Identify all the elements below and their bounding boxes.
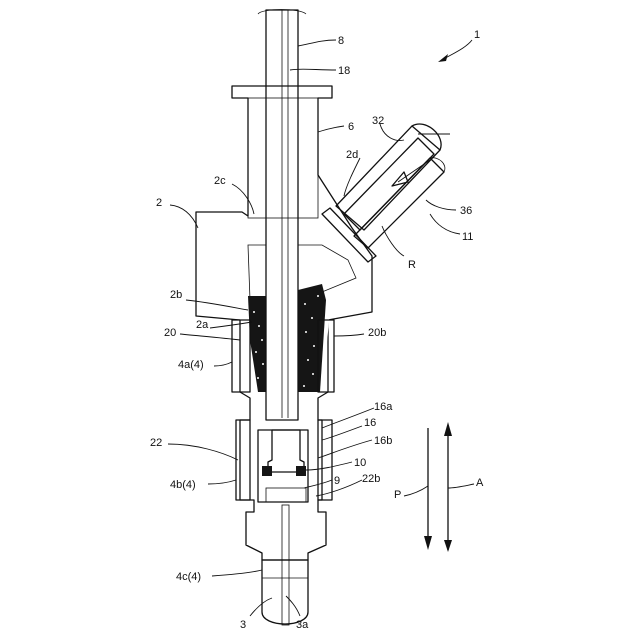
label-4b: 4b(4) — [170, 479, 196, 491]
direction-arrows — [404, 422, 474, 552]
label-3: 3 — [240, 619, 246, 631]
label-8: 8 — [338, 35, 344, 47]
label-2: 2 — [156, 197, 162, 209]
label-16: 16 — [364, 417, 376, 429]
label-R: R — [408, 259, 416, 271]
label-2a: 2a — [196, 319, 209, 331]
label-P: P — [394, 489, 401, 501]
label-1: 1 — [474, 29, 480, 41]
label-A: A — [476, 477, 484, 489]
label-18: 18 — [338, 65, 350, 77]
label-2c: 2c — [214, 175, 226, 187]
inlet-pipe — [322, 124, 450, 262]
label-9: 9 — [334, 475, 340, 487]
label-4c: 4c(4) — [176, 571, 201, 583]
label-3a: 3a — [296, 619, 309, 631]
label-4a: 4a(4) — [178, 359, 204, 371]
label-2b: 2b — [170, 289, 182, 301]
upper-tube — [248, 98, 318, 218]
label-22: 22 — [150, 437, 162, 449]
label-20b: 20b — [368, 327, 386, 339]
nozzle — [262, 505, 308, 625]
valve-chamber — [258, 430, 308, 502]
label-36: 36 — [460, 205, 472, 217]
label-22b: 22b — [362, 473, 380, 485]
label-16a: 16a — [374, 401, 393, 413]
label-2d: 2d — [346, 149, 358, 161]
label-20: 20 — [164, 327, 176, 339]
label-16b: 16b — [374, 435, 392, 447]
label-11: 11 — [462, 231, 473, 243]
label-6: 6 — [348, 121, 354, 133]
label-10: 10 — [354, 457, 366, 469]
label-32: 32 — [372, 115, 384, 127]
